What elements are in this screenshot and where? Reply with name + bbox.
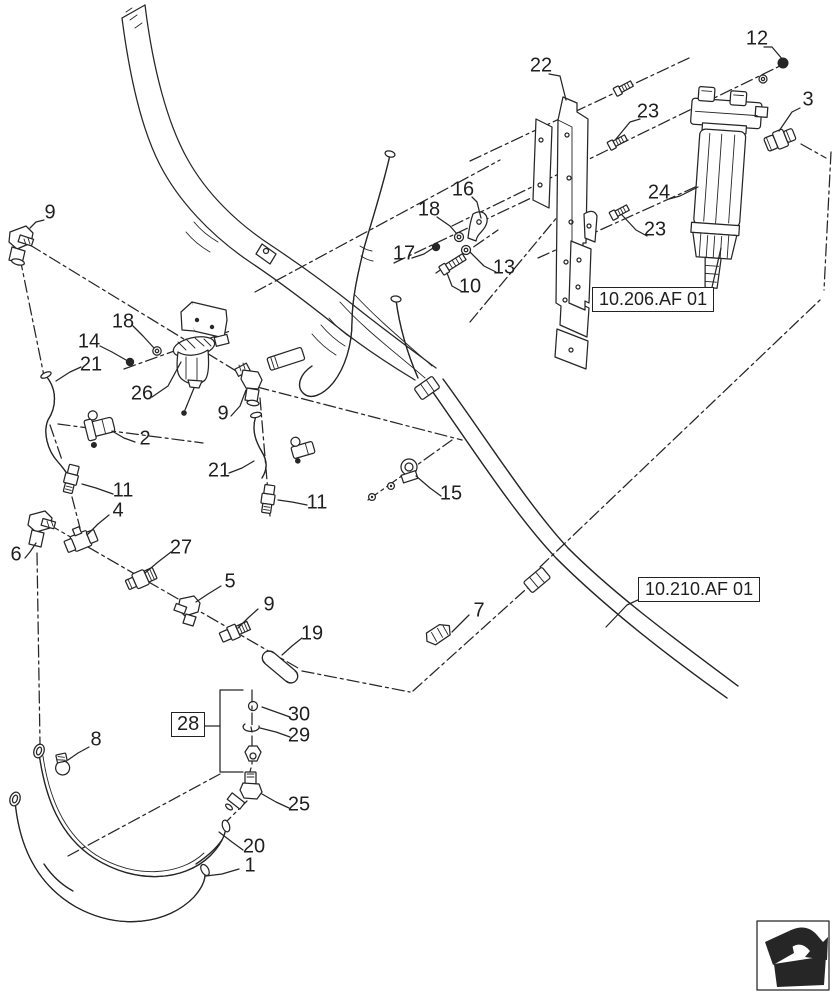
callout-9: 9 — [217, 402, 229, 425]
callout-27: 27 — [169, 536, 193, 559]
callout-26: 26 — [130, 382, 154, 405]
callout-2: 2 — [139, 427, 151, 450]
callout-15: 15 — [439, 482, 463, 505]
callout-11: 11 — [112, 479, 134, 502]
fitting-9-bottom — [218, 620, 252, 643]
nut-28-group — [244, 745, 262, 762]
clamp-15 — [367, 458, 419, 502]
hose-clamp — [414, 376, 440, 400]
main-fuel-line-tube — [121, 4, 437, 381]
reference-link-10-206-AF-01[interactable]: 10.206.AF 01 — [592, 287, 715, 312]
hose-20 — [33, 743, 231, 878]
callout-8: 8 — [90, 728, 102, 751]
hose-1 — [9, 791, 210, 923]
clamp-8 — [54, 752, 71, 776]
callout-10: 10 — [458, 275, 482, 298]
fitting-3 — [763, 128, 797, 152]
callout-23: 23 — [643, 218, 667, 241]
clip-7 — [425, 623, 451, 646]
callout-20: 20 — [242, 835, 266, 858]
callout-1: 1 — [244, 854, 256, 877]
fuel-filter-24 — [690, 86, 769, 289]
callout-3: 3 — [802, 88, 814, 111]
callout-29: 29 — [287, 724, 311, 747]
callout-9: 9 — [263, 593, 275, 616]
reference-link-10-210-AF-01[interactable]: 10.210.AF 01 — [638, 577, 761, 602]
callout-30: 30 — [287, 703, 311, 726]
hose-19 — [261, 650, 299, 684]
callout-25: 25 — [287, 793, 311, 816]
vent-hose-2 — [390, 295, 419, 379]
tube-branch-nipple — [266, 346, 306, 371]
vent-hose — [298, 150, 396, 397]
elbow-fitting-9-topleft — [8, 225, 35, 266]
elbow-fitting-5 — [173, 595, 201, 627]
fuel-hose-bundle — [414, 376, 739, 699]
pre-filter-bracket — [180, 301, 228, 339]
mounting-bracket-22 — [532, 96, 598, 370]
callout-12: 12 — [745, 27, 769, 50]
fitting-27 — [124, 567, 158, 590]
elbow-fitting-25 — [224, 771, 263, 811]
callout-6: 6 — [10, 543, 22, 566]
nut-18 — [152, 346, 162, 356]
grommet-12 — [758, 57, 789, 84]
valve-2 — [83, 410, 116, 448]
group-label-28: 28 — [171, 712, 206, 737]
small-tee-fitting — [290, 436, 316, 464]
washer-18 — [453, 231, 465, 243]
clamp-16 — [467, 211, 488, 242]
corner-arrow-logo-icon — [756, 920, 830, 991]
fitting-11-mid — [258, 483, 278, 515]
callout-22: 22 — [529, 54, 553, 77]
hose-21-mid — [249, 411, 267, 479]
washer-13 — [460, 244, 472, 256]
callout-14: 14 — [77, 330, 101, 353]
leader-lines — [24, 46, 801, 877]
callout-16: 16 — [451, 178, 475, 201]
callout-24: 24 — [647, 181, 671, 204]
callout-17: 17 — [392, 242, 416, 265]
bolt-10 — [438, 253, 467, 276]
pre-filter-26 — [172, 333, 230, 416]
callout-13: 13 — [492, 256, 516, 279]
nut-17 — [431, 242, 441, 252]
bolt-23 — [606, 78, 635, 222]
callout-7: 7 — [473, 599, 485, 622]
elbow-fitting-9-mid — [234, 362, 263, 407]
washer-29 — [242, 723, 260, 733]
callout-21: 21 — [207, 459, 231, 482]
fitting-11-left — [60, 463, 82, 495]
callout-11: 11 — [306, 491, 328, 514]
ring-30 — [247, 700, 259, 712]
callout-9: 9 — [44, 201, 56, 224]
elbow-fitting-6 — [27, 510, 57, 548]
hose-clamp — [523, 567, 551, 593]
callout-18: 18 — [111, 310, 135, 333]
nut-14 — [125, 357, 135, 367]
callout-21: 21 — [79, 353, 103, 376]
callout-19: 19 — [300, 622, 324, 645]
callout-4: 4 — [112, 499, 124, 522]
callout-23: 23 — [636, 100, 660, 123]
callout-18: 18 — [417, 198, 441, 221]
callout-5: 5 — [224, 570, 236, 593]
